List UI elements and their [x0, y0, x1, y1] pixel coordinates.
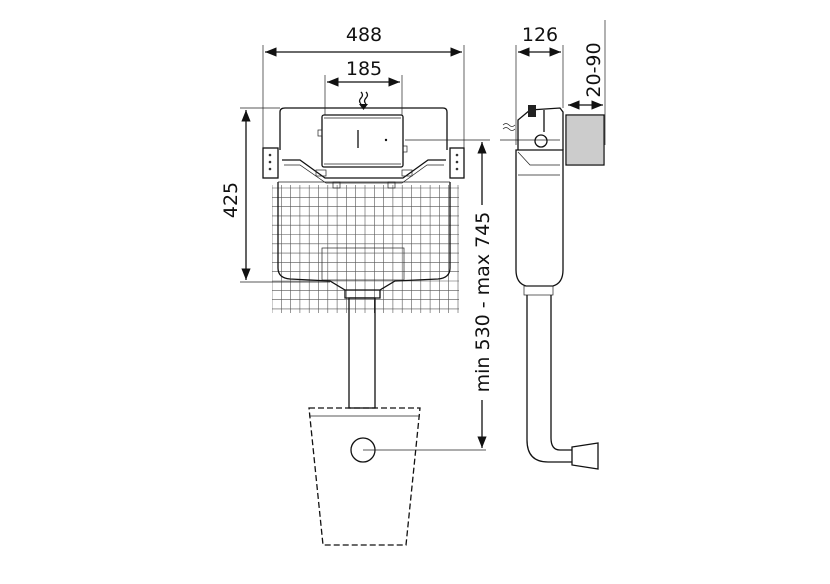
left-bracket — [262, 147, 279, 179]
front-view: 488 185 425 min 530 - max 745 — [220, 24, 494, 546]
actuator-plate — [321, 114, 404, 168]
dimension-depth: 126 — [522, 24, 558, 46]
dimension-width-total: 488 — [346, 24, 382, 46]
dimension-tank-height: 425 — [220, 182, 242, 218]
toilet-bowl-outline — [308, 407, 421, 546]
side-view: 126 20-90 — [500, 20, 606, 470]
dimension-flush-height: min 530 - max 745 — [472, 212, 494, 393]
dimension-actuator-width: 185 — [346, 58, 382, 80]
water-inlet-icon — [358, 91, 369, 105]
mounting-frame-grid — [272, 185, 459, 313]
dimension-wall-depth: 20-90 — [583, 42, 605, 97]
pipe-connector — [571, 442, 599, 470]
right-bracket — [449, 147, 465, 179]
water-inlet-icon — [502, 123, 516, 131]
wall-panel — [565, 114, 605, 166]
side-flush-pipe — [526, 295, 572, 463]
flush-pipe — [348, 297, 376, 409]
